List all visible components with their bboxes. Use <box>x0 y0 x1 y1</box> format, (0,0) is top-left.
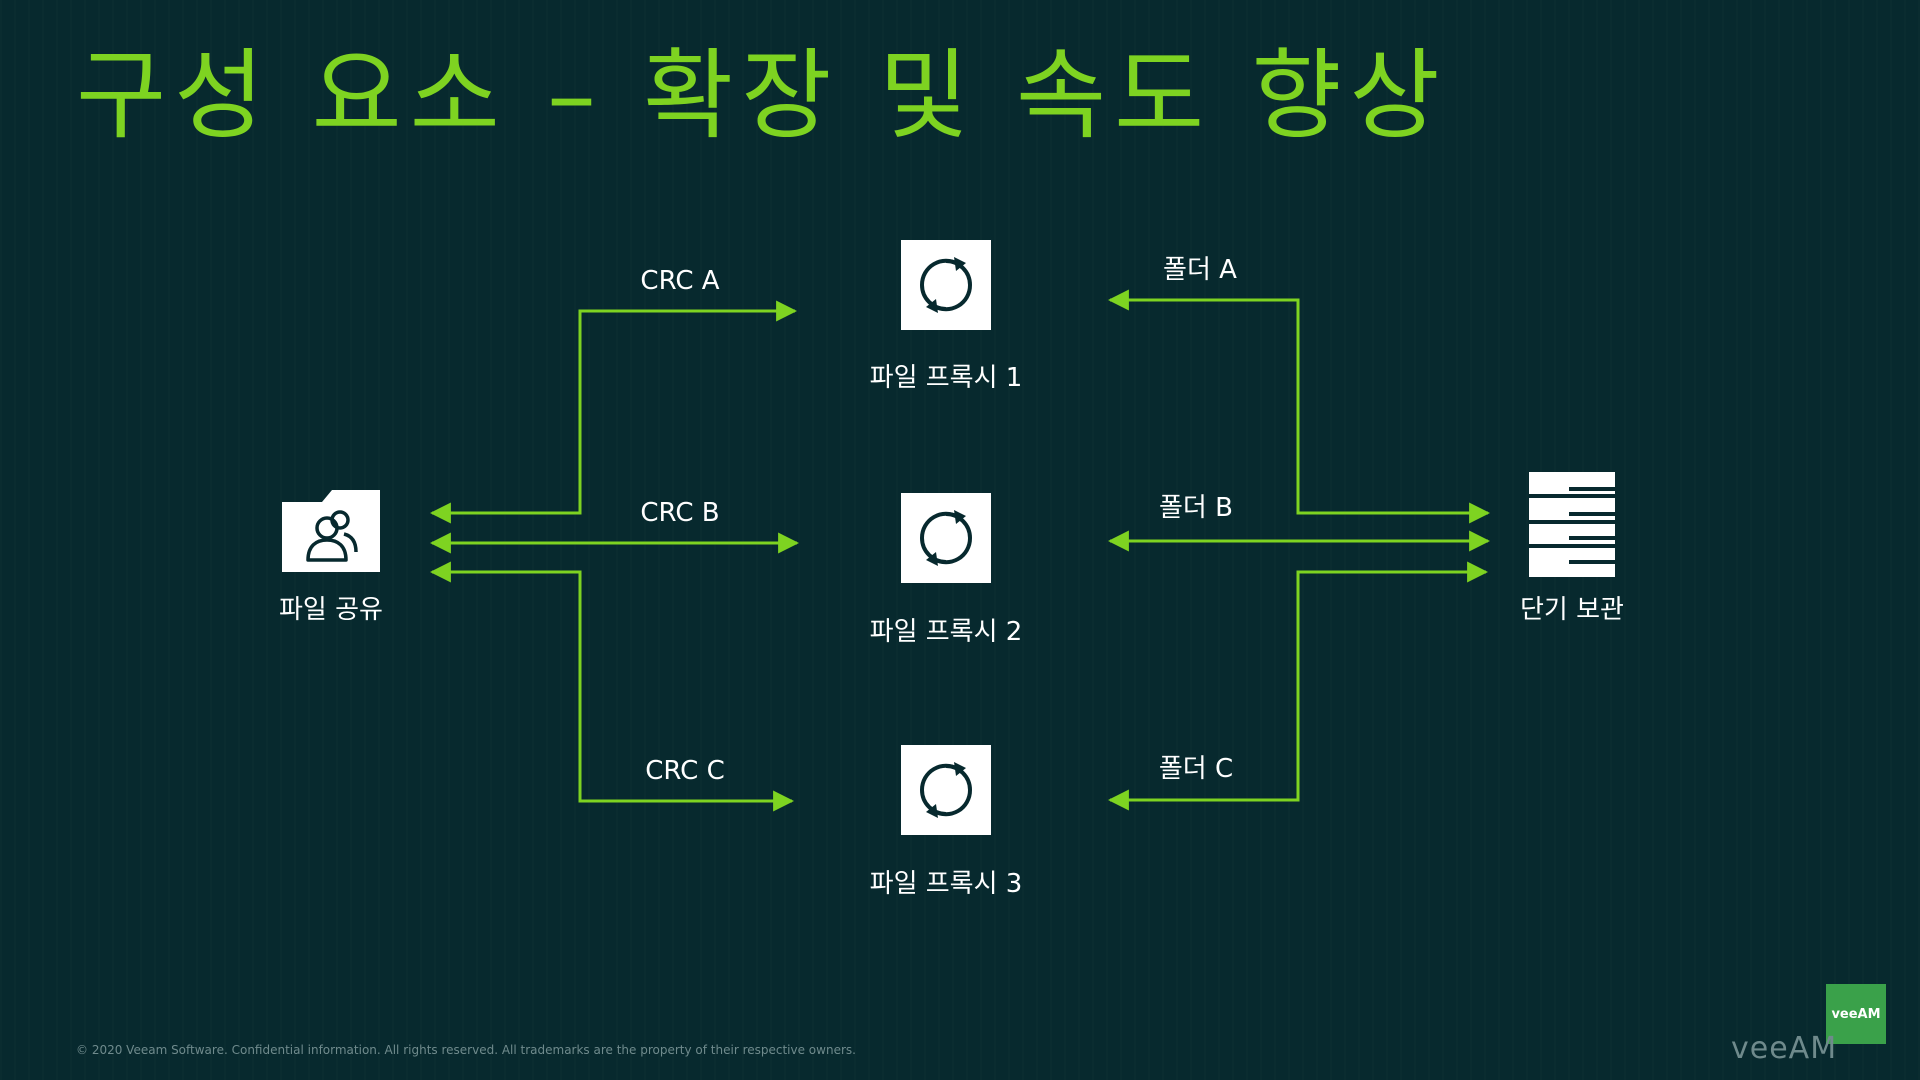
edge-label-folder-c: 폴더 C <box>1158 754 1234 784</box>
edge-folder-a <box>1107 289 1491 524</box>
edge-label-crc-c: CRC C <box>645 756 725 786</box>
storage-icon <box>1529 472 1615 577</box>
edge-folder-c <box>1107 561 1489 811</box>
file-proxy-2-label: 파일 프록시 2 <box>869 617 1023 647</box>
veeam-logo-badge: veeAM <box>1826 984 1886 1044</box>
copyright-footer: © 2020 Veeam Software. Confidential info… <box>76 1043 856 1057</box>
edge-crc-a <box>429 300 798 524</box>
file-proxy-3-label: 파일 프록시 3 <box>869 869 1023 899</box>
users-folder-icon <box>282 490 380 572</box>
edge-label-crc-a: CRC A <box>640 266 720 296</box>
edge-label-crc-b: CRC B <box>640 498 720 528</box>
edge-crc-c <box>429 561 795 812</box>
sync-icon <box>901 493 991 583</box>
file-proxy-1-label: 파일 프록시 1 <box>869 363 1023 393</box>
page-title: 구성 요소 – 확장 및 속도 향상 <box>76 39 1448 153</box>
sync-icon <box>901 240 991 330</box>
veeam-logo-wordmark: veeAM <box>1731 1031 1838 1066</box>
edge-label-folder-b: 폴더 B <box>1159 493 1233 523</box>
short-term-storage-label: 단기 보관 <box>1520 595 1624 625</box>
file-share-label: 파일 공유 <box>279 595 383 625</box>
sync-icon <box>901 745 991 835</box>
edge-label-folder-a: 폴더 A <box>1163 255 1237 285</box>
